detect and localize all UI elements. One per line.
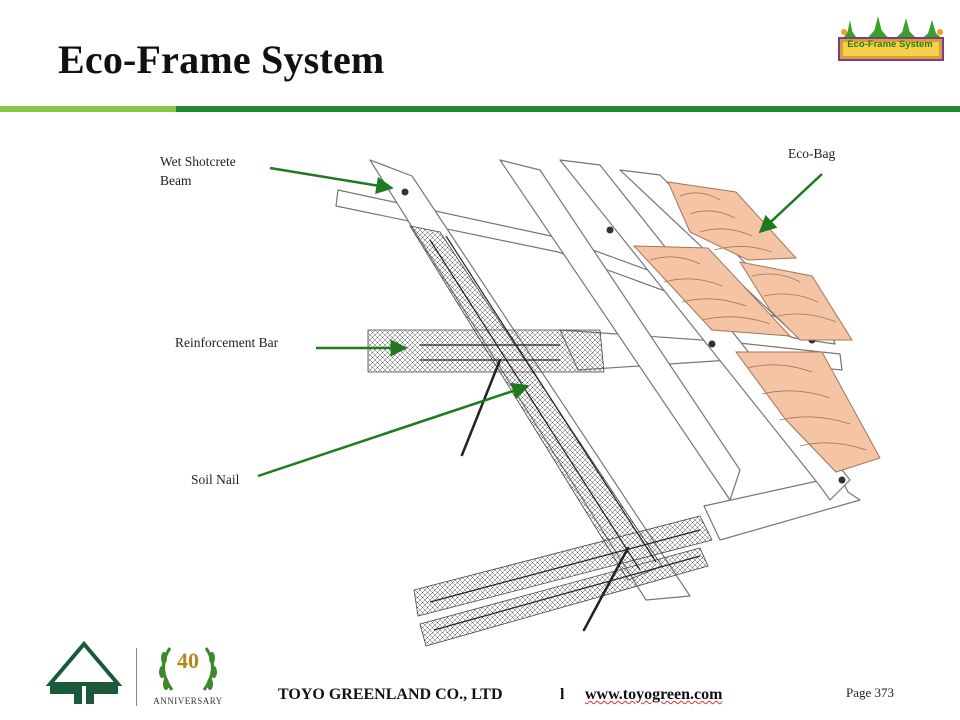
arrow-eco-bag xyxy=(758,173,823,234)
header-rule-light xyxy=(0,106,176,112)
page-number: Page 373 xyxy=(846,685,895,700)
header-rule-dark xyxy=(176,106,960,112)
eco-frame-badge-icon xyxy=(838,16,944,61)
anniversary-number: 40 xyxy=(177,648,199,673)
footer-separator: l xyxy=(560,686,565,703)
anniversary-wreath-icon xyxy=(159,647,217,691)
footer-divider xyxy=(136,648,137,706)
beam-diag-2 xyxy=(499,159,741,501)
page-title: Eco-Frame System xyxy=(58,37,385,82)
label-reinforcement-bar: Reinforcement Bar xyxy=(175,335,279,350)
reinforcement-mesh xyxy=(367,225,713,647)
arrow-shotcrete xyxy=(269,166,394,195)
toyo-greenland-logo-icon xyxy=(45,640,123,704)
anniversary-label: ANNIVERSARY xyxy=(153,696,223,706)
beam-diag-3 xyxy=(559,159,851,501)
label-eco-bag: Eco-Bag xyxy=(788,146,836,161)
soil-nails xyxy=(460,358,630,632)
label-wet-shotcrete-beam: Wet Shotcrete Beam xyxy=(160,154,236,188)
website-link[interactable]: www.toyogreen.com xyxy=(585,686,723,703)
eco-bags xyxy=(632,181,881,473)
company-name: TOYO GREENLAND CO., LTD xyxy=(278,686,503,703)
label-soil-nail: Soil Nail xyxy=(191,472,240,487)
badge-label: Eco-Frame System xyxy=(847,39,933,50)
arrow-soil-nail xyxy=(257,382,530,478)
